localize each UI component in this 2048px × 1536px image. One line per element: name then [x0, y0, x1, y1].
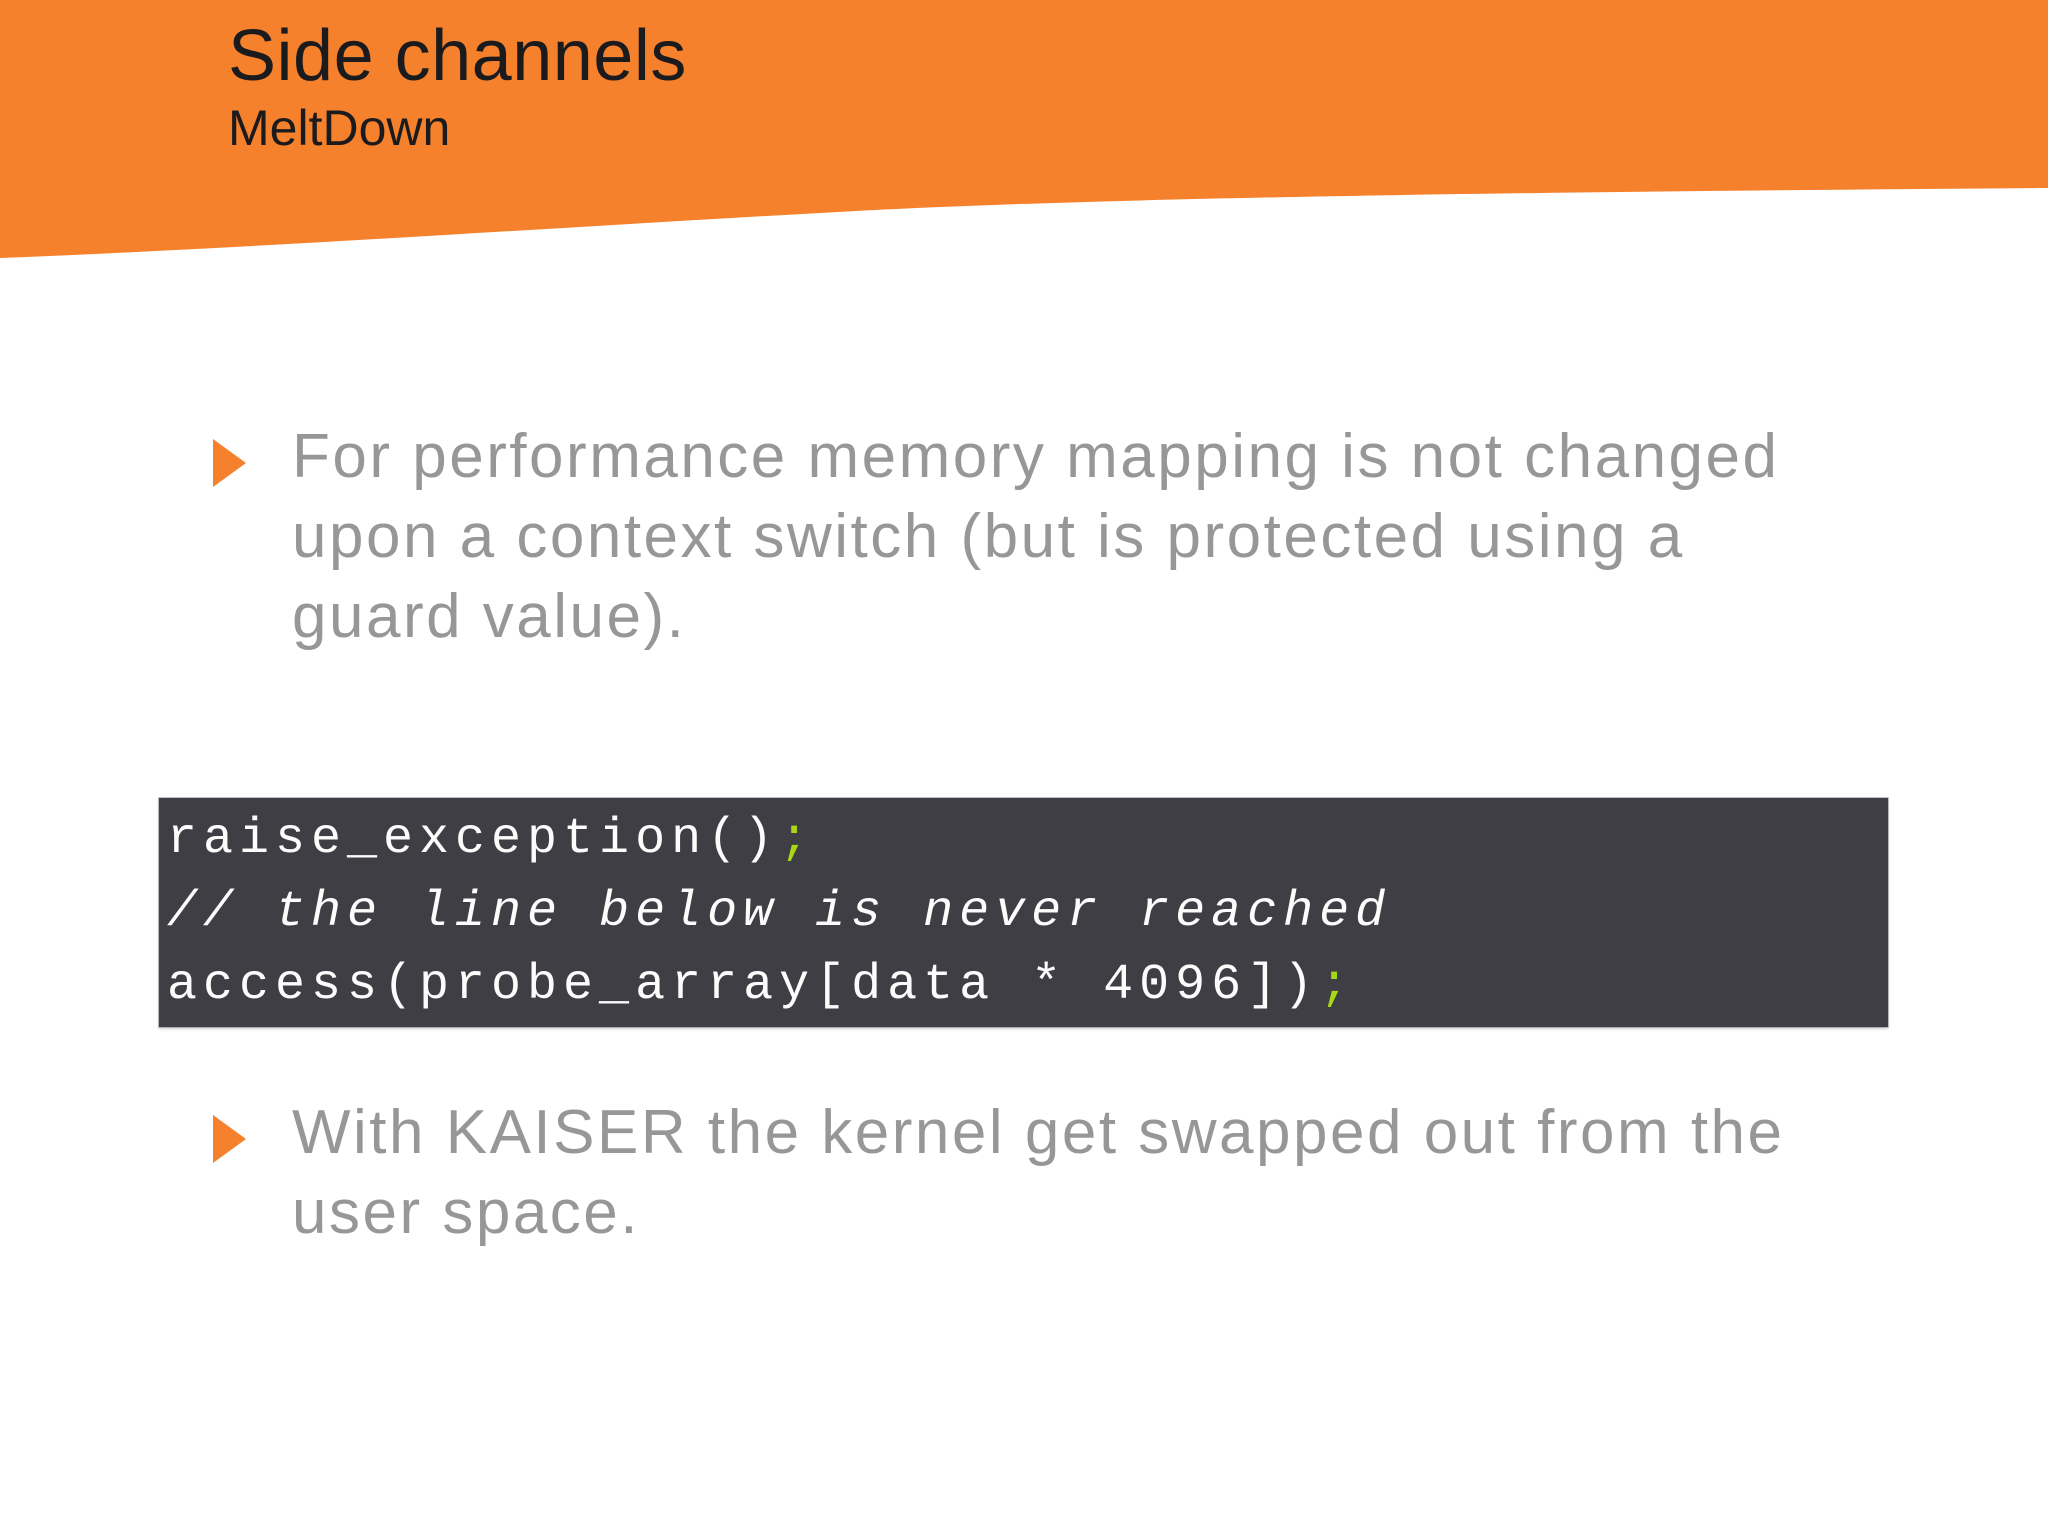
code-block: raise_exception(); // the line below is …	[159, 798, 1888, 1027]
bullet-item: With KAISER the kernel get swapped out f…	[213, 1093, 1932, 1253]
code-line: access(probe_array[data * 4096]);	[167, 949, 1888, 1022]
header: Side channels MeltDown	[228, 14, 687, 156]
code-text: // the line below is never reached	[167, 884, 1392, 941]
code-text: access(probe_array[data * 4096])	[167, 957, 1320, 1014]
bullet-text-line: With KAISER the kernel get swapped out f…	[292, 1098, 1785, 1167]
bullet-triangle-icon	[213, 1115, 246, 1163]
bullet-text-line: guard value).	[292, 582, 687, 651]
bullet-text-line: upon a context switch (but is protected …	[292, 502, 1685, 571]
slide-subtitle: MeltDown	[228, 100, 451, 156]
bullet-text-line: user space.	[292, 1178, 641, 1247]
bullet-triangle-icon	[213, 439, 246, 487]
code-line: raise_exception();	[167, 803, 1888, 876]
code-semicolon: ;	[779, 811, 816, 868]
code-line-comment: // the line below is never reached	[167, 876, 1888, 949]
slide-title: Side channels	[228, 16, 687, 96]
code-text: raise_exception()	[167, 811, 780, 868]
bullet-text: With KAISER the kernel get swapped out f…	[292, 1093, 1932, 1253]
bullet-text: For performance memory mapping is not ch…	[292, 417, 1932, 657]
code-semicolon: ;	[1319, 957, 1356, 1014]
bullet-text-line: For performance memory mapping is not ch…	[292, 422, 1780, 491]
bullet-item: For performance memory mapping is not ch…	[213, 417, 1932, 657]
